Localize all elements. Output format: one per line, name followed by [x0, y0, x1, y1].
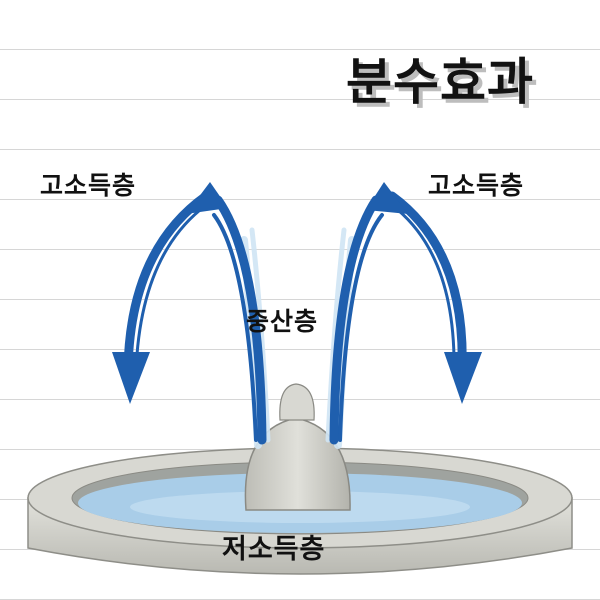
arrowhead-upper-right — [366, 182, 408, 214]
arrow-middle-to-upper-right — [329, 195, 381, 445]
fountain-dome — [244, 383, 351, 511]
flow-arrows — [123, 191, 467, 445]
label-lower: 저소득층 — [222, 534, 326, 565]
label-upper-left: 고소득층 — [40, 171, 137, 200]
arrow-heads — [112, 182, 482, 404]
arrowhead-upper-left — [186, 182, 228, 214]
arrow-upper-left-down — [123, 191, 211, 375]
label-middle: 중산층 — [246, 307, 319, 336]
arrow-middle-to-upper-left — [213, 195, 267, 445]
label-upper-right: 고소득층 — [428, 171, 525, 200]
page-title: 분수효과 — [346, 53, 534, 111]
arrowhead-left-down — [112, 352, 150, 404]
arrowhead-right-down — [444, 352, 482, 404]
arrow-upper-right-down — [387, 191, 467, 375]
